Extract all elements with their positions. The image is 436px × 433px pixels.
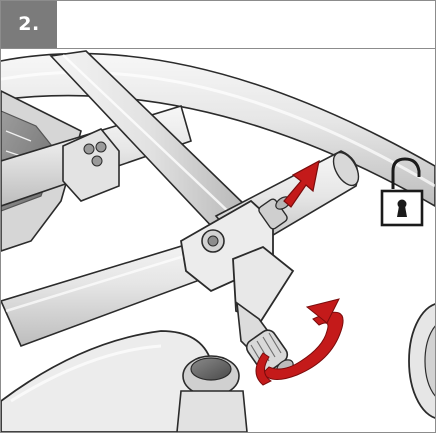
step-number-badge: 2. — [1, 1, 57, 48]
padlock-open-icon — [380, 157, 424, 227]
assembly-illustration — [1, 50, 435, 432]
lower-handle-grip — [1, 330, 248, 432]
step-header: 2. — [1, 1, 435, 49]
wheel-edge — [408, 303, 435, 419]
rotate-arrow-icon — [255, 298, 344, 386]
left-clamp-block — [62, 128, 120, 202]
arrow-up-right-icon — [283, 159, 320, 208]
